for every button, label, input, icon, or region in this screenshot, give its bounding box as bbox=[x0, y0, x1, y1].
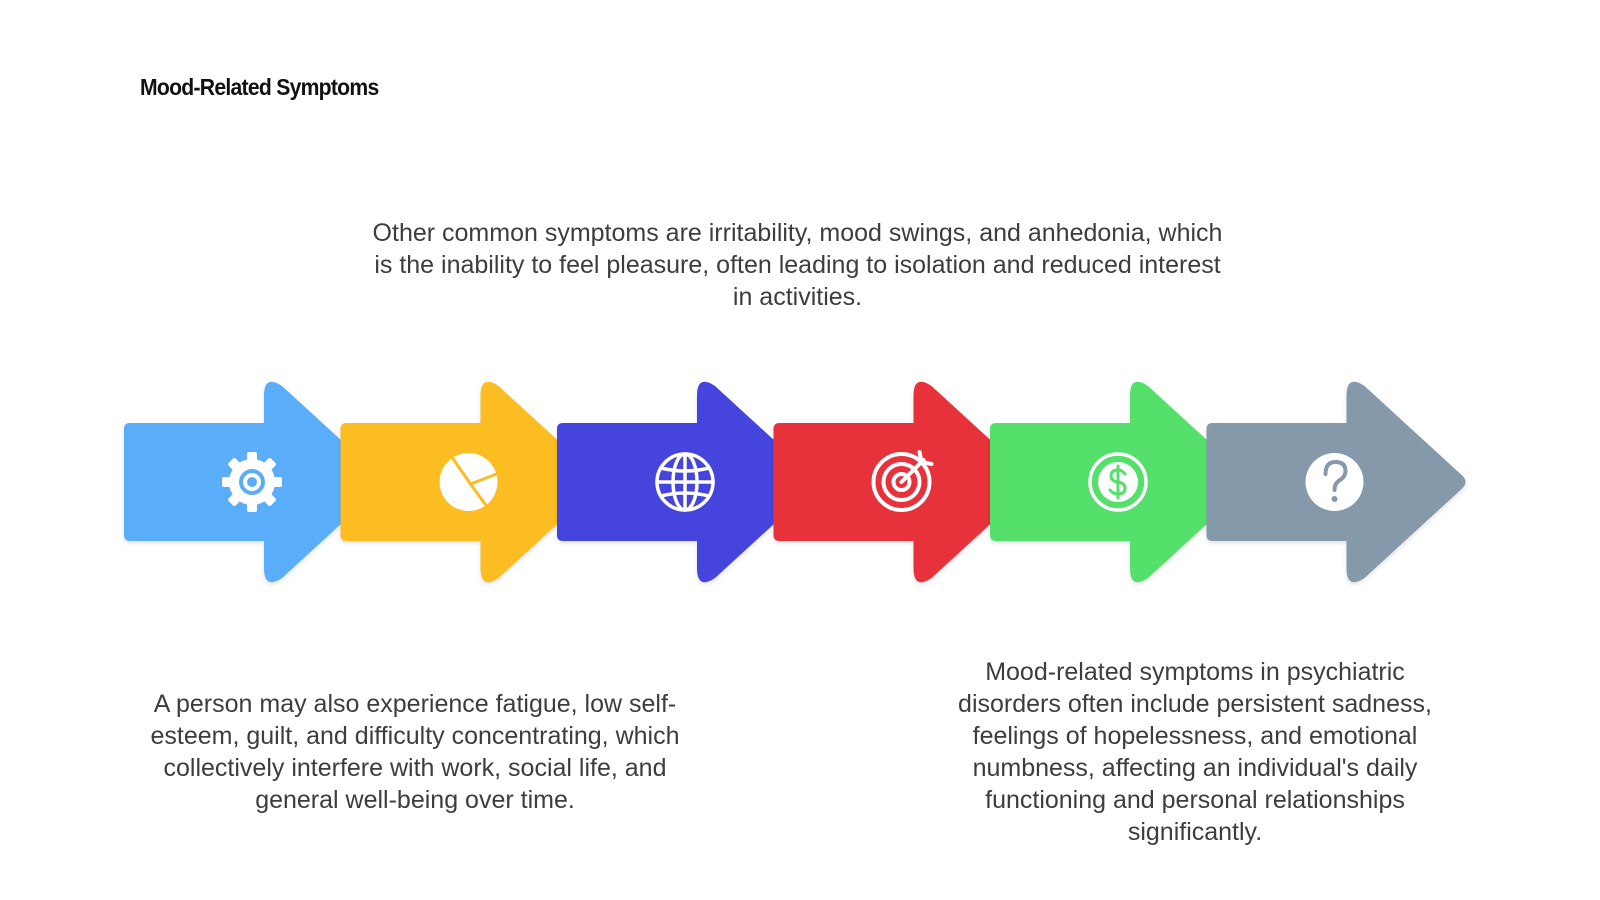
pie-chart-icon bbox=[439, 453, 498, 511]
globe-icon bbox=[655, 452, 715, 512]
question-icon bbox=[1305, 453, 1364, 511]
gear-icon bbox=[222, 452, 282, 512]
page-title: Mood-Related Symptoms bbox=[140, 74, 379, 100]
target-icon bbox=[871, 450, 934, 512]
dollar-coin-icon bbox=[1088, 452, 1148, 512]
description-bottom-left: A person may also experience fatigue, lo… bbox=[150, 690, 680, 814]
description-top: Other common symptoms are irritability, … bbox=[372, 219, 1223, 311]
description-bottom-right: Mood-related symptoms in psychiatric dis… bbox=[958, 658, 1432, 846]
